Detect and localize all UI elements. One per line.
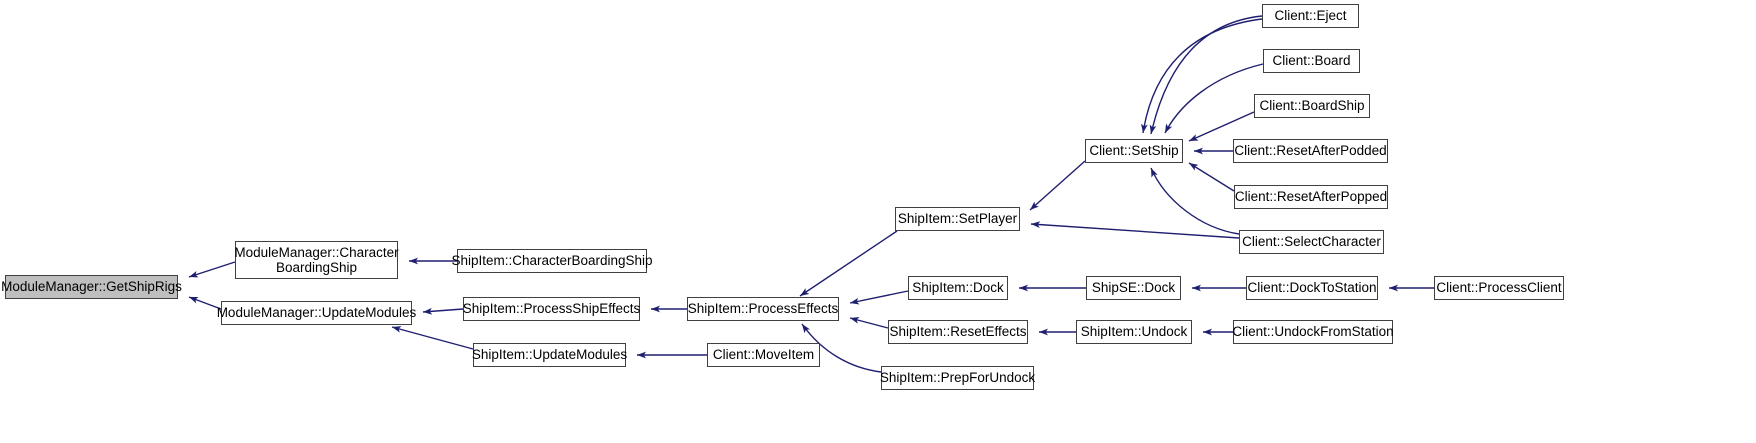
graph-node-label: Client::Eject: [1274, 8, 1347, 24]
graph-node-docktostation[interactable]: Client::DockToStation: [1246, 276, 1378, 300]
edge-updatemodules-to-getshiprigs: [188, 296, 222, 310]
edge-boardship-to-setship: [1188, 111, 1255, 142]
graph-node-setplayer[interactable]: ShipItem::SetPlayer: [895, 207, 1020, 231]
graph-node-label: Client::MoveItem: [712, 347, 815, 363]
graph-node-processclient[interactable]: Client::ProcessClient: [1434, 276, 1564, 300]
edge-selectcharacter-to-setship: [1150, 167, 1240, 235]
graph-node-label: Client::ResetAfterPodded: [1234, 143, 1387, 159]
graph-node-updatemodules_mm[interactable]: ModuleManager::UpdateModules: [217, 301, 416, 325]
graph-node-label: Client::SelectCharacter: [1242, 234, 1381, 250]
graph-node-eject[interactable]: Client::Eject: [1262, 4, 1359, 28]
graph-node-label: ShipSE::Dock: [1091, 280, 1176, 296]
graph-node-setship[interactable]: Client::SetShip: [1085, 139, 1183, 163]
graph-node-label: ModuleManager::Character BoardingShip: [234, 244, 399, 275]
graph-node-label: Client::ProcessClient: [1436, 280, 1562, 296]
graph-node-label: ShipItem::SetPlayer: [897, 211, 1018, 227]
graph-node-moveitem[interactable]: Client::MoveItem: [707, 343, 820, 367]
edge-prepforundock-to-processeffects: [801, 323, 882, 373]
graph-node-label: ModuleManager::UpdateModules: [216, 305, 417, 321]
edge-eject-to-setship-a: [1149, 15, 1263, 135]
graph-node-processshipeffects[interactable]: ShipItem::ProcessShipEffects: [463, 297, 640, 321]
graph-node-charboardingship_si[interactable]: ShipItem::CharacterBoardingShip: [451, 249, 653, 273]
graph-node-label: ModuleManager::GetShipRigs: [1, 279, 182, 295]
graph-node-dock_si[interactable]: ShipItem::Dock: [908, 276, 1008, 300]
graph-node-updatemodules_si[interactable]: ShipItem::UpdateModules: [471, 343, 628, 367]
graph-node-undock_si[interactable]: ShipItem::Undock: [1076, 320, 1192, 344]
edge-setplayer-to-processeffects: [799, 230, 898, 297]
edge-eject-to-setship-b: [1141, 18, 1263, 134]
graph-node-label: ShipItem::ProcessShipEffects: [462, 301, 641, 317]
graph-node-resetafterpopped[interactable]: Client::ResetAfterPopped: [1234, 185, 1388, 209]
edge-board-to-setship: [1164, 63, 1264, 134]
graph-node-processeffects[interactable]: ShipItem::ProcessEffects: [687, 297, 839, 321]
edge-si-updatemodules-to-mm-updatemodules: [391, 326, 474, 350]
graph-node-label: Client::ResetAfterPopped: [1234, 189, 1388, 205]
graph-node-resetafterpodded[interactable]: Client::ResetAfterPodded: [1233, 139, 1388, 163]
graph-node-prepforundock[interactable]: ShipItem::PrepForUndock: [879, 366, 1036, 390]
graph-node-label: Client::BoardShip: [1259, 98, 1365, 114]
graph-node-reseteffects[interactable]: ShipItem::ResetEffects: [888, 320, 1028, 344]
graph-node-boardship[interactable]: Client::BoardShip: [1254, 94, 1370, 118]
edge-dock-to-processeffects: [849, 290, 909, 305]
graph-node-label: ShipItem::Dock: [912, 280, 1004, 296]
graph-node-label: Client::Board: [1272, 53, 1351, 69]
graph-node-charboardingship_mm[interactable]: ModuleManager::Character BoardingShip: [234, 241, 399, 279]
graph-node-label: Client::SetShip: [1089, 143, 1179, 159]
graph-node-label: ShipItem::CharacterBoardingShip: [451, 253, 653, 269]
edge-reseteffects-to-processeffects: [849, 317, 889, 329]
graph-node-dock_se[interactable]: ShipSE::Dock: [1086, 276, 1181, 300]
graph-node-label: Client::UndockFromStation: [1232, 324, 1394, 340]
graph-node-label: Client::DockToStation: [1247, 280, 1377, 296]
graph-node-label: ShipItem::ResetEffects: [889, 324, 1027, 340]
edge-selectcharacter-to-setplayer: [1030, 221, 1240, 239]
graph-node-undockfromstation[interactable]: Client::UndockFromStation: [1232, 320, 1394, 344]
graph-node-label: ShipItem::ProcessEffects: [687, 301, 839, 317]
graph-node-board[interactable]: Client::Board: [1263, 49, 1360, 73]
edge-charboardingship-to-getshiprigs: [188, 261, 236, 278]
edge-setship-to-setplayer: [1029, 160, 1086, 211]
graph-node-getshiprigs[interactable]: ModuleManager::GetShipRigs: [1, 275, 182, 299]
edge-processshipeffects-to-updatemodules: [422, 307, 464, 315]
graph-node-label: ShipItem::Undock: [1080, 324, 1188, 340]
graph-node-label: ShipItem::UpdateModules: [471, 347, 628, 363]
graph-node-label: ShipItem::PrepForUndock: [879, 370, 1036, 386]
graph-node-selectcharacter[interactable]: Client::SelectCharacter: [1239, 230, 1384, 254]
edge-resetafterpopped-to-setship: [1188, 162, 1235, 192]
